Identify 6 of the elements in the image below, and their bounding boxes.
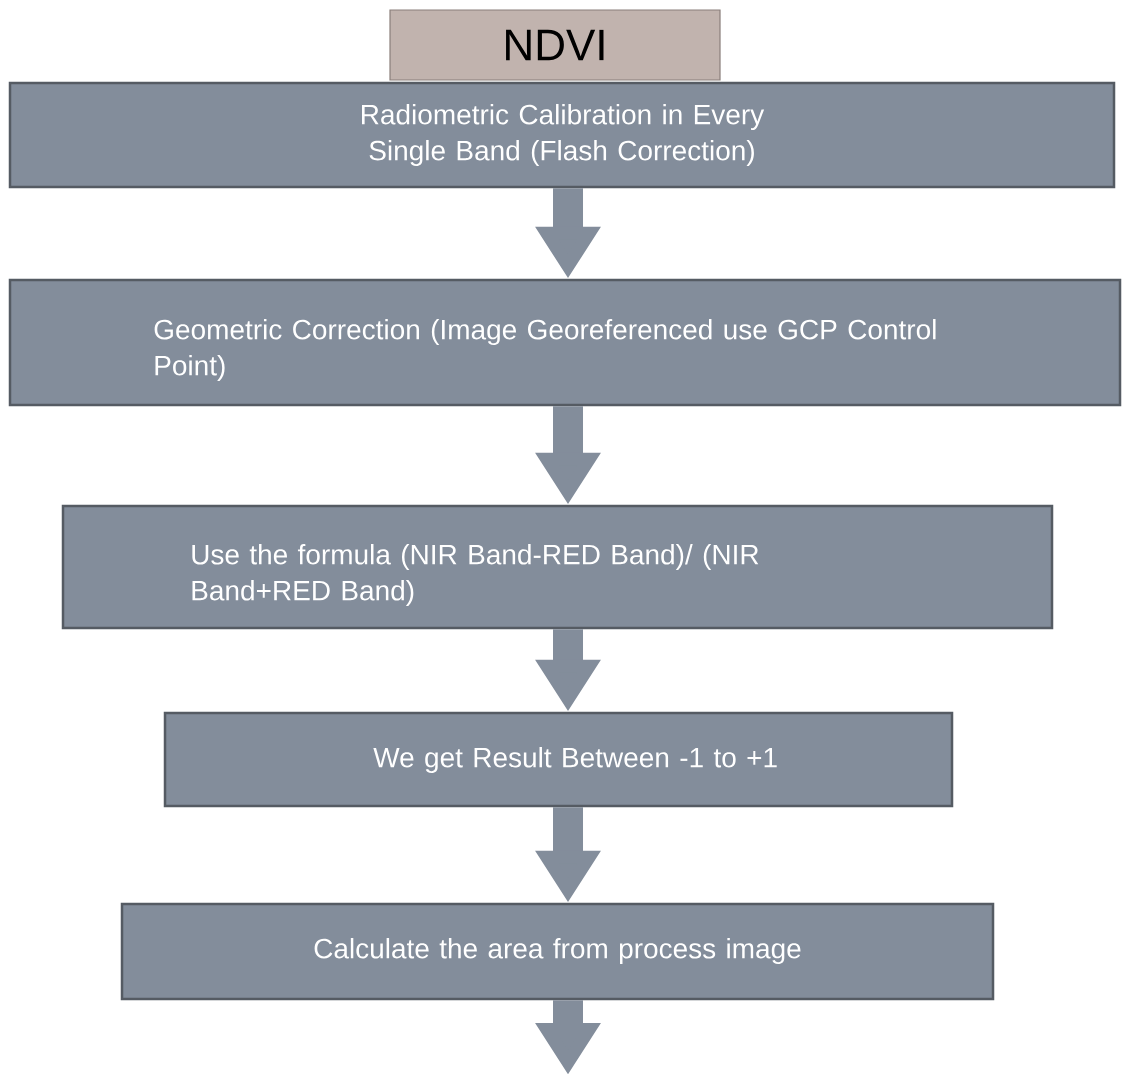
process-box: Use the formula (NIR Band-RED Band)/ (NIR Band+RED Band) — [61, 504, 1054, 630]
title-box: NDVI — [389, 9, 721, 81]
process-box: Geometric Correction (Image Georeferenced use GCP Control Point) — [8, 278, 1122, 407]
process-box: We get Result Between -1 to +1 — [163, 711, 954, 808]
process-box: Radiometric Calibration in Every Single Band (Flash Correction) — [8, 81, 1116, 189]
process-box: Calculate the area from process image — [120, 902, 995, 1001]
